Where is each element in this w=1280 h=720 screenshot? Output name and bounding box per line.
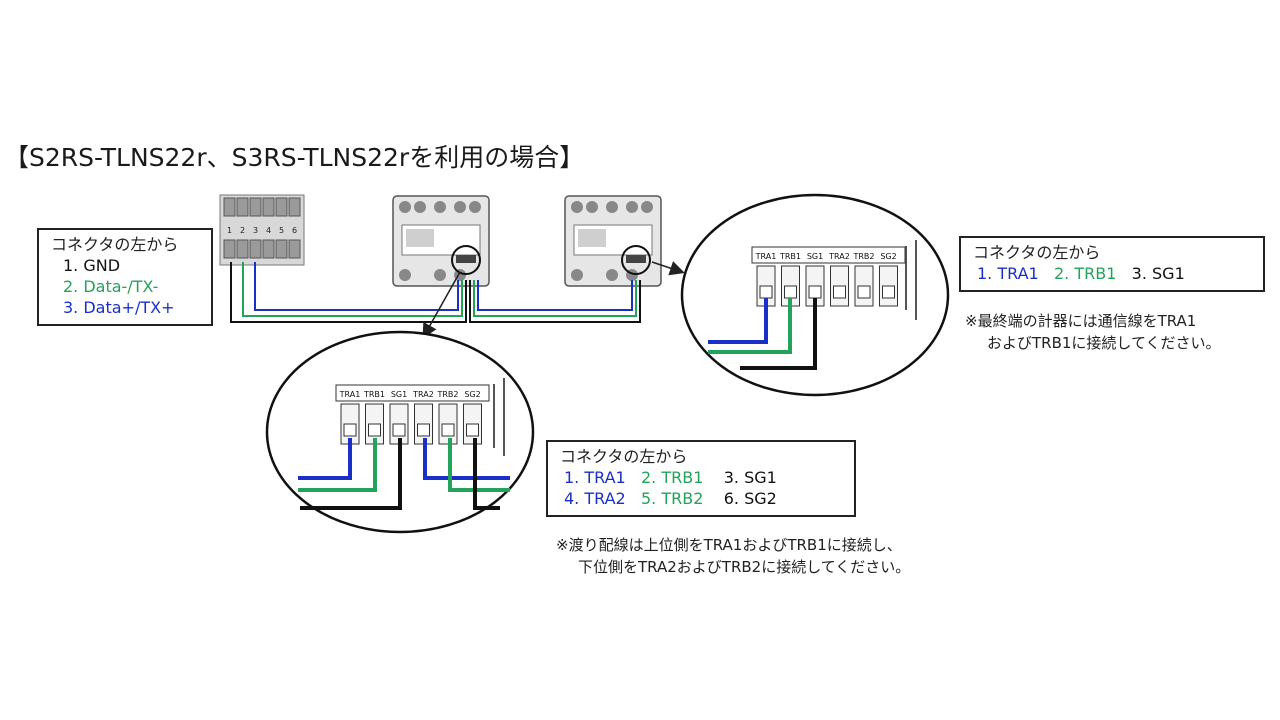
terminal-label: TRB1 (779, 252, 801, 261)
connector-pin-label: 6 (292, 226, 297, 235)
terminal-screw-hole (466, 423, 479, 437)
note-line-1: ※最終端の計器には通信線をTRA1 (965, 312, 1197, 330)
terminal-label: TRA1 (339, 390, 361, 399)
terminal-screw-hole (368, 423, 381, 437)
terminal-screw-hole (441, 423, 455, 437)
legend-item-trb1: 2. TRB1 (1053, 264, 1117, 283)
terminal-label: TRA2 (412, 390, 434, 399)
connector-slot-1 (223, 239, 236, 259)
legend-connector-right: コネクタの左から 1. TRA1 2. TRB1 3. SG1 (959, 236, 1265, 292)
terminal-screw-hole (857, 285, 871, 299)
terminal-label: TRB2 (852, 252, 874, 261)
terminal-label: SG2 (464, 390, 480, 399)
terminal-screw-hole (343, 423, 357, 437)
connector-pin-label: 3 (253, 226, 258, 235)
connector-screw-6 (288, 197, 301, 217)
note-chain-wiring: ※渡り配線は上位側をTRA1およびTRB1に接続し、 下位側をTRA2およびTR… (556, 534, 910, 578)
legend-item-sg1: 3. SG1 (723, 468, 777, 487)
connector-pin-label: 4 (266, 226, 271, 235)
zoom-arrow-right (651, 261, 685, 276)
meter-device-2 (564, 195, 662, 287)
connector-slot-2 (236, 239, 249, 259)
legend-item-sg1: 3. SG1 (1131, 264, 1185, 283)
zoom-arrow-bottom (422, 271, 461, 339)
terminal-screw-hole (833, 285, 846, 299)
connector-slot-6 (288, 239, 301, 259)
connector-screw-4 (262, 197, 275, 217)
note-line-2: およびTRB1に接続してください。 (987, 334, 1221, 352)
terminal-screw-hole (392, 423, 406, 437)
meter-device-1 (392, 195, 490, 287)
connector-screw-1 (223, 197, 236, 217)
terminal-label: SG2 (880, 252, 896, 261)
note-line-2: 下位側をTRA2およびTRB2に接続してください。 (578, 558, 911, 576)
connector-pin-label: 2 (240, 226, 245, 235)
terminal-label: TRA2 (828, 252, 850, 261)
legend-item-tra1: 1. TRA1 (564, 468, 626, 487)
connector-screw-5 (275, 197, 288, 217)
legend-connector-bottom: コネクタの左から 1. TRA1 2. TRB1 3. SG1 4. TRA2 … (546, 440, 856, 517)
note-line-1: ※渡り配線は上位側をTRA1およびTRB1に接続し、 (556, 536, 902, 554)
terminal-label-strip (335, 384, 490, 402)
terminal-label: SG1 (807, 252, 823, 261)
connector-pin-label: 1 (227, 226, 232, 235)
terminal-screw-hole (882, 285, 895, 299)
connector-slot-3 (249, 239, 262, 259)
terminal-label: TRB2 (436, 390, 458, 399)
terminal-label-strip (751, 246, 906, 264)
legend-item-tra1: 1. TRA1 (977, 264, 1039, 283)
terminal-label: TRB1 (363, 390, 385, 399)
legend-connector-left: コネクタの左から 1. GND 2. Data-/TX- 3. Data+/TX… (37, 228, 213, 326)
connector-screw-3 (249, 197, 262, 217)
connector-slot-4 (262, 239, 275, 259)
legend-heading: コネクタの左から (51, 235, 179, 254)
page-title: 【S2RS-TLNS22r、S3RS-TLNS22rを利用の場合】 (4, 143, 585, 172)
legend-item-trb2: 5. TRB2 (640, 489, 704, 508)
legend-item-trb1: 2. TRB1 (640, 468, 704, 487)
note-final-meter: ※最終端の計器には通信線をTRA1 およびTRB1に接続してください。 (965, 310, 1221, 354)
legend-item-data-plus: 3. Data+/TX+ (63, 298, 175, 317)
connector-screw-2 (236, 197, 249, 217)
legend-item-gnd: 1. GND (63, 256, 121, 275)
communication-wires (230, 262, 641, 323)
terminal-label: TRA1 (755, 252, 777, 261)
legend-heading: コネクタの左から (973, 243, 1101, 262)
legend-item-tra2: 4. TRA2 (564, 489, 626, 508)
legend-item-sg2: 6. SG2 (723, 489, 777, 508)
terminal-screw-hole (417, 423, 430, 437)
terminal-screw-hole (759, 285, 773, 299)
legend-heading: コネクタの左から (560, 447, 688, 466)
terminal-screw-hole (784, 285, 797, 299)
connector-pin-label: 5 (279, 226, 284, 235)
connector-slot-5 (275, 239, 288, 259)
legend-item-data-minus: 2. Data-/TX- (63, 277, 159, 296)
terminal-label: SG1 (391, 390, 407, 399)
terminal-screw-hole (808, 285, 822, 299)
